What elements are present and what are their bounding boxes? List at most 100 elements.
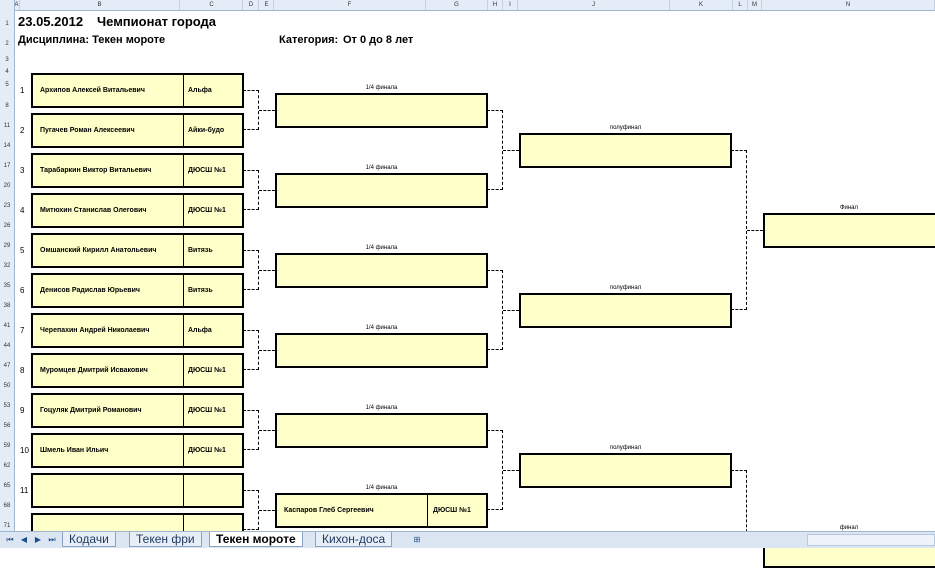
round-label: 1/4 финала [365, 245, 398, 251]
row-header[interactable]: 3 [5, 57, 9, 63]
cell-divider [183, 115, 184, 146]
column-header[interactable]: I [503, 0, 518, 10]
participant-number: 3 [20, 166, 25, 175]
row-header[interactable]: 53 [3, 403, 11, 409]
participant-name: Пугачев Роман Алексеевич [40, 127, 135, 134]
bracket-connector [259, 190, 275, 191]
participant-name: Черепахин Андрей Николаевич [40, 327, 150, 334]
round-label: финал [839, 525, 859, 531]
row-header[interactable]: 4 [5, 69, 9, 75]
final-cell[interactable] [763, 213, 935, 248]
bracket-connector [487, 270, 503, 350]
row-header[interactable]: 11 [3, 123, 11, 129]
row-header[interactable]: 65 [3, 483, 11, 489]
column-header[interactable]: N [762, 0, 935, 10]
column-header[interactable]: E [260, 0, 274, 10]
tab-kihon-dosa[interactable]: Кихон-доса [315, 532, 393, 547]
row-header[interactable]: 38 [3, 303, 11, 309]
row-header[interactable]: 1 [5, 21, 9, 27]
horizontal-scrollbar[interactable] [807, 534, 935, 546]
participant-cell[interactable] [31, 473, 244, 508]
row-header[interactable]: 5 [5, 82, 9, 88]
tab-teken-morote[interactable]: Текен мороте [209, 532, 303, 547]
column-header[interactable]: L [733, 0, 748, 10]
prev-sheet-icon[interactable]: ◀ [20, 535, 28, 544]
quarterfinal-cell[interactable] [275, 93, 488, 128]
row-header[interactable]: 35 [3, 283, 11, 289]
participant-club: ДЮСШ №1 [188, 167, 226, 174]
column-header[interactable]: B [20, 0, 180, 10]
participant-club: ДЮСШ №1 [188, 207, 226, 214]
bracket-connector [503, 310, 519, 311]
column-header[interactable]: C [181, 0, 243, 10]
row-header[interactable]: 56 [3, 423, 11, 429]
row-header[interactable]: 14 [3, 143, 11, 149]
column-header[interactable]: M [748, 0, 762, 10]
column-header[interactable]: F [274, 0, 426, 10]
quarterfinal-cell[interactable] [275, 413, 488, 448]
sheet-tab-bar: ⏮ ◀ ▶ ⏭ Кодачи Текен фри Текен мороте Ки… [0, 531, 935, 548]
row-header[interactable]: 44 [3, 343, 11, 349]
column-header[interactable]: H [488, 0, 503, 10]
participant-name: Каспаров Глеб Сергеевич [284, 507, 374, 514]
semifinal-cell[interactable] [519, 133, 732, 168]
round-label: полуфинал [609, 445, 642, 451]
row-header[interactable]: 29 [3, 243, 11, 249]
quarterfinal-cell[interactable] [275, 173, 488, 208]
participant-number: 10 [20, 446, 29, 455]
row-header[interactable]: 26 [3, 223, 11, 229]
quarterfinal-cell[interactable] [275, 253, 488, 288]
bracket-connector [259, 270, 275, 271]
column-header[interactable]: G [426, 0, 488, 10]
participant-name: Денисов Радислав Юрьевич [40, 287, 140, 294]
column-header[interactable]: A [14, 0, 20, 10]
row-header[interactable]: 71 [3, 523, 11, 529]
row-header[interactable]: 8 [5, 103, 9, 109]
bracket-connector [259, 110, 275, 111]
participant-number: 11 [20, 486, 29, 495]
row-header[interactable]: 17 [3, 163, 11, 169]
row-header[interactable]: 50 [3, 383, 11, 389]
row-header[interactable]: 20 [3, 183, 11, 189]
last-sheet-icon[interactable]: ⏭ [48, 535, 56, 544]
round-label: 1/4 финала [365, 165, 398, 171]
bracket-connector [243, 170, 259, 210]
discipline-label: Дисциплина: Текен мороте [18, 34, 166, 46]
column-header[interactable]: K [670, 0, 733, 10]
participant-name: Шмель Иван Ильич [40, 447, 109, 454]
row-header[interactable]: 2 [5, 41, 9, 47]
row-header[interactable]: 59 [3, 443, 11, 449]
first-sheet-icon[interactable]: ⏮ [6, 535, 14, 544]
column-header[interactable]: J [518, 0, 670, 10]
row-header[interactable]: 23 [3, 203, 11, 209]
row-header[interactable]: 62 [3, 463, 11, 469]
round-label: 1/4 финала [365, 405, 398, 411]
tab-kodachi[interactable]: Кодачи [62, 532, 116, 547]
bracket-connector [243, 250, 259, 290]
semifinal-cell[interactable] [519, 453, 732, 488]
round-label: 1/4 финала [365, 325, 398, 331]
next-sheet-icon[interactable]: ▶ [34, 535, 42, 544]
tab-teken-furi[interactable]: Текен фри [129, 532, 202, 547]
cell-divider [183, 315, 184, 346]
row-header[interactable]: 47 [3, 363, 11, 369]
quarterfinal-cell[interactable] [275, 333, 488, 368]
insert-sheet-icon[interactable]: ⊞ [413, 535, 421, 544]
row-header[interactable]: 41 [3, 323, 11, 329]
row-header[interactable]: 32 [3, 263, 11, 269]
semifinal-cell[interactable] [519, 293, 732, 328]
row-header[interactable]: 68 [3, 503, 11, 509]
column-header[interactable]: D [244, 0, 259, 10]
